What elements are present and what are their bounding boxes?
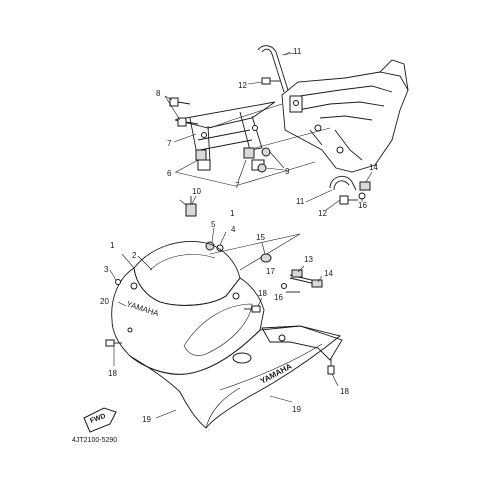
stay-rod-lower <box>329 175 371 205</box>
clip-10 <box>185 196 197 217</box>
collar <box>197 159 211 171</box>
frame-bolt-hole <box>293 100 299 106</box>
callout-3: 3 <box>104 265 109 274</box>
bolt-12-upper <box>247 77 280 85</box>
damper-14-upper <box>359 181 371 191</box>
callout-7-left: 7 <box>167 139 172 148</box>
damper-13 <box>291 269 303 278</box>
bracket-hole <box>201 132 207 138</box>
callout-11-upper: 11 <box>293 47 302 56</box>
screws-2-3 <box>109 255 153 285</box>
callout-19-left: 19 <box>142 415 151 424</box>
callout-1-left: 1 <box>110 241 115 250</box>
grommet <box>243 147 255 159</box>
callout-16-lower: 16 <box>274 293 283 302</box>
mount-hole <box>127 327 133 333</box>
callout-11-lower: 11 <box>296 197 305 206</box>
grommet-15 <box>260 242 272 263</box>
leader-lines <box>117 51 373 419</box>
callout-2: 2 <box>132 251 137 260</box>
mount-hole <box>232 292 240 300</box>
callout-7-right: 7 <box>235 181 240 190</box>
callout-18-center: 18 <box>258 289 267 298</box>
callout-16-upper: 16 <box>358 201 367 210</box>
bolt-12-lower <box>339 195 349 205</box>
callout-13: 13 <box>304 255 313 264</box>
callout-8: 8 <box>156 89 161 98</box>
callout-1-upper: 1 <box>230 209 235 218</box>
frame-section <box>281 59 409 173</box>
mount-bracket-assembly <box>174 101 276 171</box>
callout-5: 5 <box>211 220 216 229</box>
screw-17 <box>281 283 287 289</box>
callout-12-lower: 12 <box>318 209 327 218</box>
callout-9: 9 <box>285 167 290 176</box>
callout-17: 17 <box>266 267 275 276</box>
callout-10: 10 <box>192 187 201 196</box>
bracket-hole <box>252 125 258 131</box>
side-cowling: YAMAHA <box>129 325 341 429</box>
diagram-part-code: 4JT2100-5290 <box>72 437 117 444</box>
fwd-arrow: FWD <box>83 407 117 433</box>
mount-hole <box>130 282 138 290</box>
callout-14-upper: 14 <box>369 163 378 172</box>
trim-piece <box>261 325 343 361</box>
callout-14-lower: 14 <box>324 269 333 278</box>
callouts: 11 12 8 7 6 7 9 14 11 12 16 10 1 5 4 15 … <box>100 47 378 424</box>
brand-logo-small: YAMAHA <box>125 299 160 318</box>
side-vent <box>232 352 252 364</box>
grommet <box>195 149 207 161</box>
stay-parts-13-17 <box>281 265 323 293</box>
trim-hole <box>278 334 286 342</box>
callout-18-left: 18 <box>108 369 117 378</box>
frame-bolt-hole <box>336 146 344 154</box>
bolt-set-4-5 <box>205 227 227 252</box>
decal-20: YAMAHA <box>125 299 160 318</box>
callout-18-right: 18 <box>340 387 349 396</box>
callout-15: 15 <box>256 233 265 242</box>
callout-19-right: 19 <box>292 405 301 414</box>
callout-6: 6 <box>167 169 172 178</box>
callout-12-upper: 12 <box>238 81 247 90</box>
damper-14-lower <box>311 279 323 288</box>
callout-4: 4 <box>231 225 236 234</box>
callout-20: 20 <box>100 297 109 306</box>
bolts-8 <box>164 95 199 127</box>
headlight-opening <box>183 303 253 356</box>
screws-18 <box>105 297 339 387</box>
frame-bolt-hole <box>314 124 322 132</box>
nuts-9 <box>257 147 285 173</box>
